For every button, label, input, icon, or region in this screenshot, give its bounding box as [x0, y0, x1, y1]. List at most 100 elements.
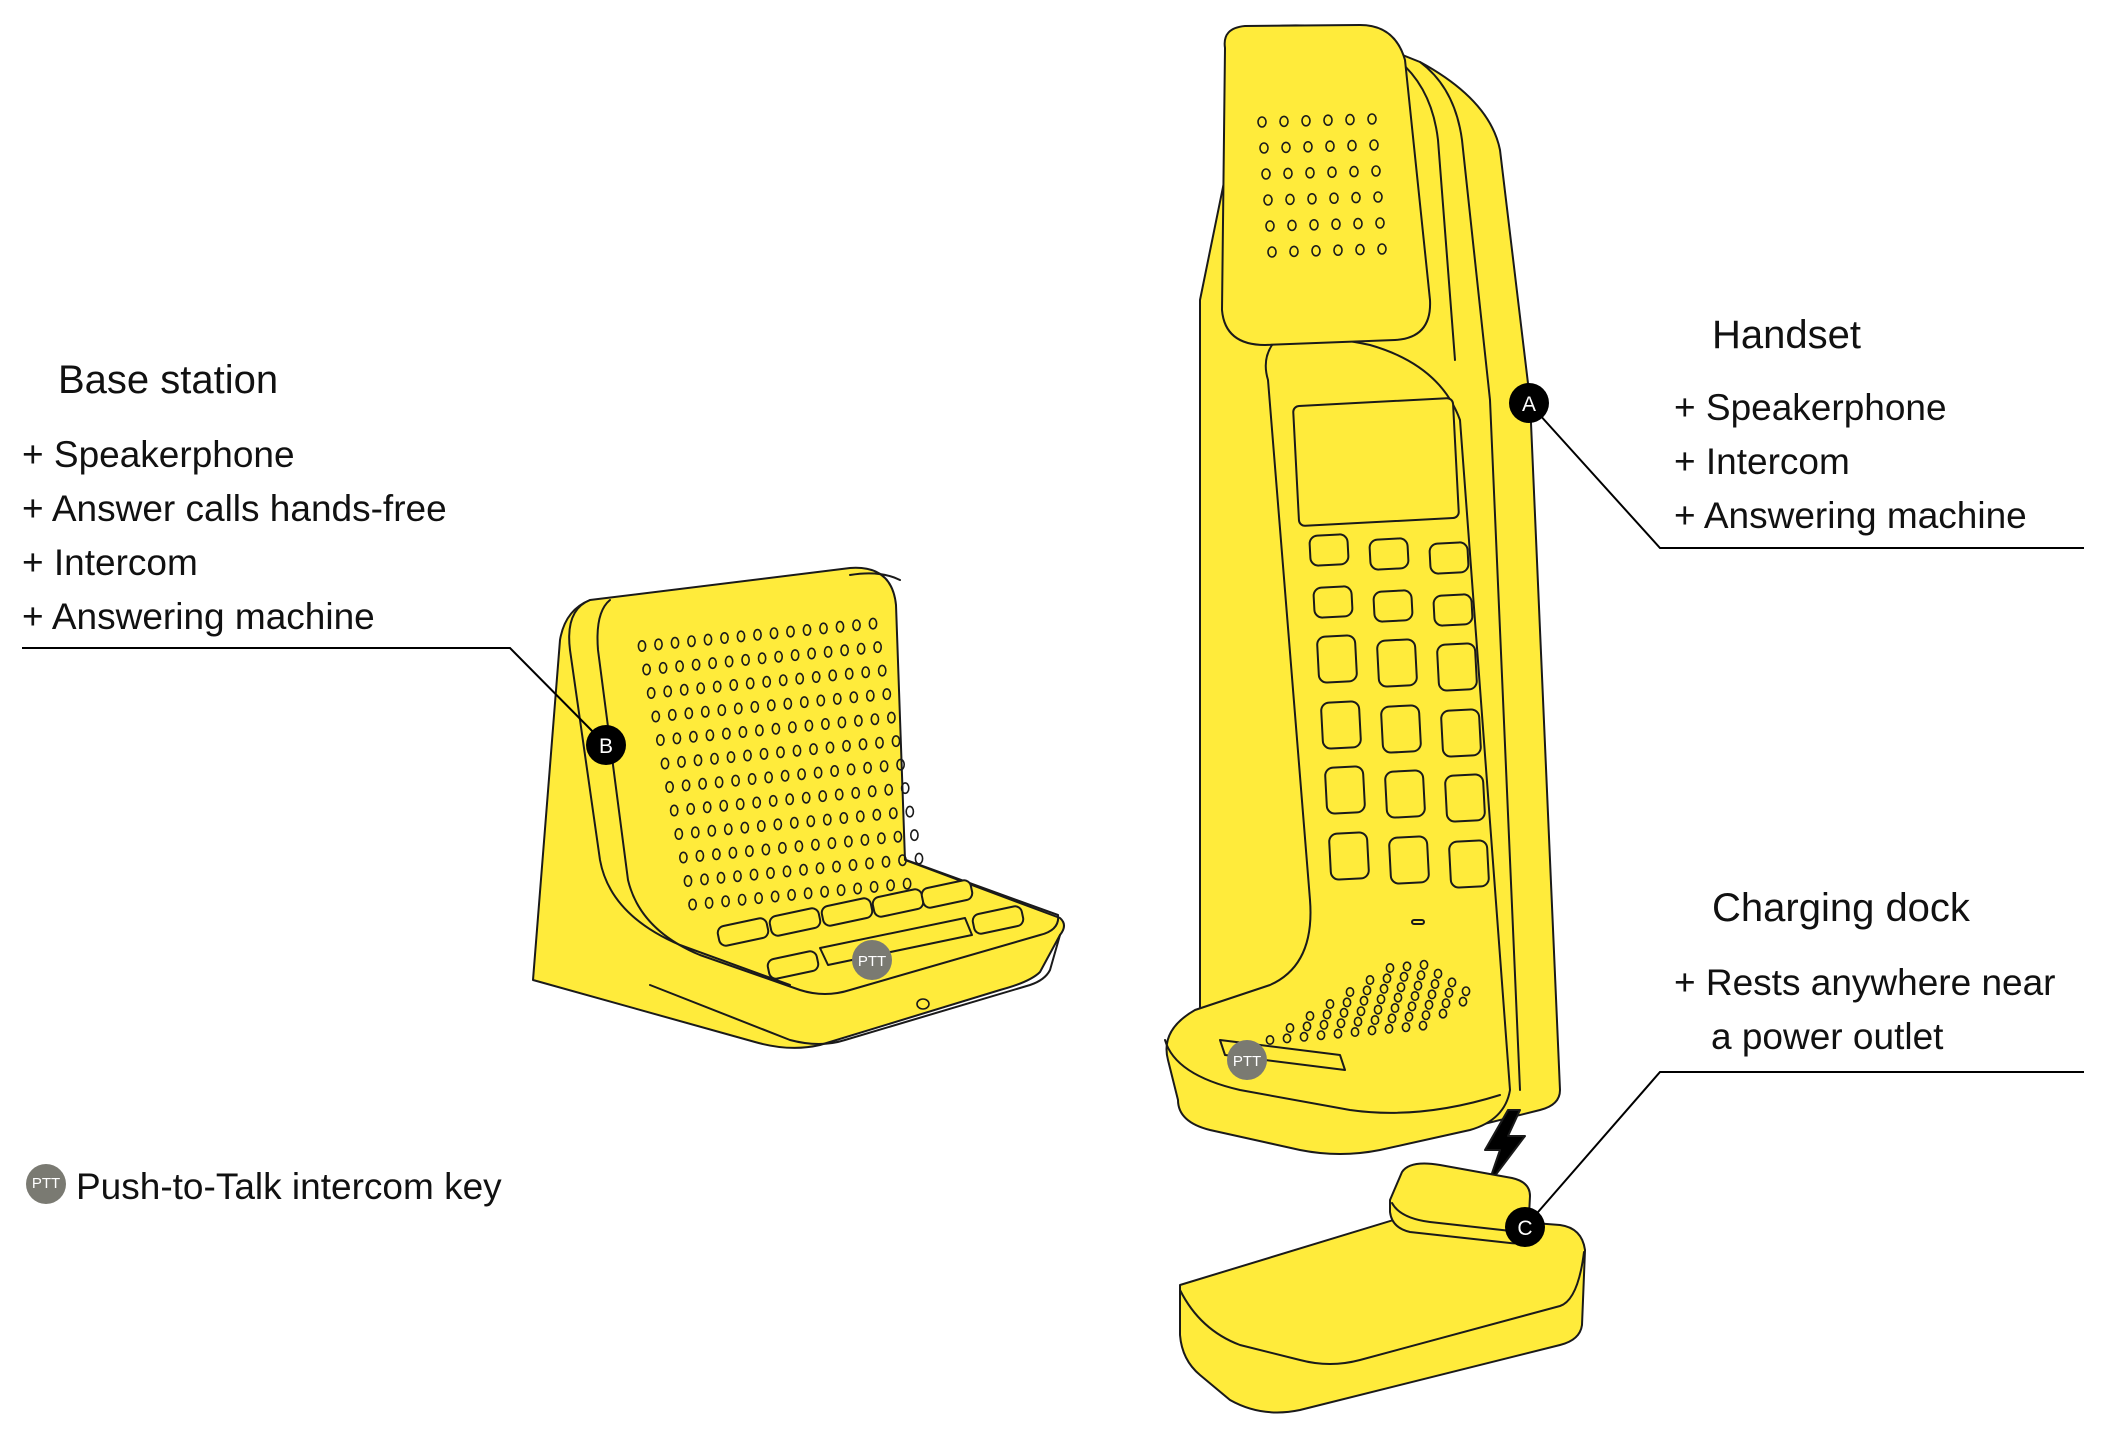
base-speaker-hole	[832, 860, 841, 873]
base-speaker-hole	[691, 658, 701, 671]
base-speaker-hole	[705, 729, 715, 742]
base-speaker-hole	[896, 758, 905, 771]
earpiece-speaker-hole	[1353, 217, 1363, 230]
base-speaker-hole	[806, 815, 816, 828]
base-speaker-hole	[790, 649, 800, 662]
base-speaker-hole	[804, 719, 814, 732]
marker-c: C	[1505, 1207, 1545, 1247]
base-speaker-hole	[855, 810, 865, 823]
mouthpiece-hole	[1325, 998, 1335, 1009]
base-speaker-hole	[745, 845, 754, 858]
base-station-side-panel	[568, 599, 791, 986]
charging-dock-item: + Rests anywhere near	[1674, 962, 2056, 1003]
legend-text: Push-to-Talk intercom key	[76, 1166, 502, 1207]
base-speaker-hole	[770, 890, 780, 903]
base-speaker-hole	[879, 760, 889, 773]
base-speaker-hole	[820, 885, 829, 898]
earpiece-speaker-hole	[1355, 243, 1365, 256]
base-speaker-hole	[773, 818, 783, 831]
base-speaker-hole	[861, 666, 871, 679]
base-speaker-hole	[688, 898, 697, 911]
callout-markers: A B C	[586, 383, 1549, 1247]
earpiece-speaker-hole	[1349, 165, 1359, 178]
base-speaker-hole	[799, 696, 809, 709]
earpiece-speaker-hole	[1373, 191, 1383, 203]
base-station-device	[532, 566, 1065, 1049]
mouthpiece-hole	[1413, 980, 1423, 991]
handset-key	[1376, 638, 1418, 688]
mouthpiece-hole	[1299, 1031, 1309, 1042]
base-speaker-hole	[733, 702, 743, 715]
earpiece-speaker-hole	[1329, 192, 1339, 204]
handset-key	[1436, 642, 1478, 692]
base-speaker-hole	[737, 893, 747, 906]
mouthpiece-hole	[1407, 1001, 1417, 1012]
base-speaker-hole	[877, 664, 887, 677]
base-speaker-hole	[778, 674, 788, 687]
earpiece-speaker-hole	[1327, 166, 1337, 178]
base-speaker-hole	[780, 769, 790, 782]
base-speaker-hole	[642, 663, 651, 676]
mouthpiece-hole	[1433, 968, 1443, 979]
base-speaker-hole	[803, 887, 813, 900]
earpiece-speaker-hole	[1265, 220, 1275, 232]
base-speaker-hole	[818, 790, 828, 803]
base-speaker-hole	[822, 813, 832, 826]
base-speaker-hole	[738, 725, 748, 738]
base-speaker-hole	[776, 746, 785, 759]
handset-key	[1308, 533, 1350, 567]
marker-b-label: B	[599, 735, 613, 758]
base-speaker-hole	[729, 678, 739, 691]
base-keypad-button	[971, 905, 1025, 935]
base-speaker-hole	[766, 866, 775, 879]
earpiece-speaker-hole	[1323, 114, 1333, 126]
mouthpiece-hole	[1305, 1010, 1315, 1021]
base-speaker-hole	[696, 682, 706, 695]
base-speaker-hole	[755, 724, 764, 737]
base-speaker-hole	[799, 863, 808, 876]
base-speaker-hole	[844, 835, 853, 848]
handset-earpiece	[1221, 24, 1432, 346]
base-speaker-hole	[728, 846, 738, 859]
base-speaker-hole	[703, 633, 713, 646]
base-speaker-hole	[672, 732, 682, 745]
base-speaker-hole	[785, 793, 795, 806]
base-speaker-hole	[684, 707, 694, 720]
handset-key	[1428, 541, 1470, 575]
base-speaker-hole	[834, 788, 844, 801]
base-speaker-hole	[698, 777, 707, 790]
mouthpiece-hole	[1319, 1019, 1329, 1030]
base-speaker-hole	[747, 772, 757, 785]
base-speaker-hole	[867, 785, 877, 798]
base-speaker-hole	[663, 685, 673, 698]
base-speaker-hole	[679, 851, 688, 864]
base-speaker-hole	[900, 782, 910, 795]
base-station-front-edge	[649, 934, 1061, 1045]
base-speaker-hole	[782, 865, 792, 878]
mouthpiece-hole	[1418, 1020, 1428, 1031]
mouthpiece-hole	[1350, 1027, 1360, 1038]
earpiece-speaker-hole	[1371, 165, 1381, 177]
handset-key	[1444, 773, 1486, 823]
base-station-title: Base station	[58, 358, 279, 402]
base-speaker-hole	[667, 708, 677, 721]
base-station-face	[596, 599, 1060, 995]
base-speaker-hole	[787, 888, 796, 901]
dock-cradle-lip	[1391, 1202, 1521, 1233]
mouthpiece-hole	[1416, 970, 1426, 981]
base-speaker-hole	[839, 811, 849, 824]
mouthpiece-hole	[1399, 971, 1409, 982]
base-speaker-hole	[886, 879, 895, 892]
base-speaker-hole	[736, 630, 746, 643]
base-speaker-hole	[658, 661, 668, 674]
handset-key	[1316, 634, 1358, 684]
base-speaker-hole	[731, 774, 740, 787]
base-speaker-hole	[851, 786, 861, 799]
mouthpiece-hole	[1393, 992, 1403, 1003]
earpiece-speaker-hole	[1263, 194, 1273, 206]
base-speaker-hole	[842, 739, 851, 752]
earpiece-speaker-hole	[1287, 219, 1297, 232]
base-speaker-hole	[712, 680, 722, 693]
marker-c-label: C	[1517, 1217, 1532, 1240]
